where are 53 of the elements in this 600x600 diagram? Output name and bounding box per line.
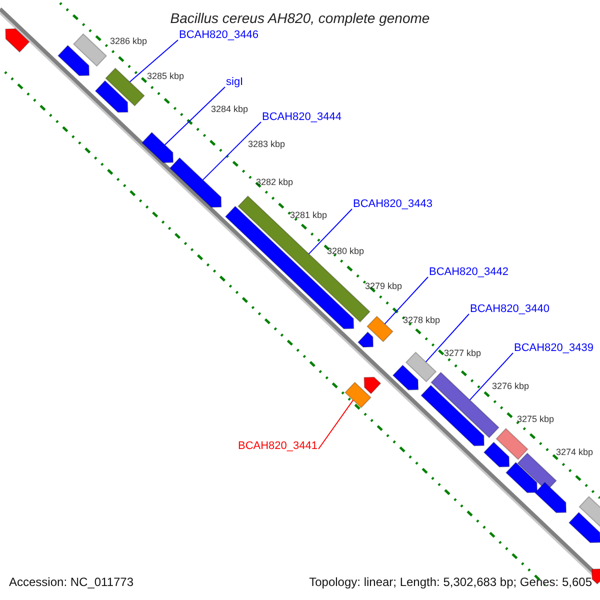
leader-line [308, 208, 352, 254]
scale-label: 3279 kbp [365, 281, 402, 292]
gene-bar [366, 316, 394, 342]
gene-block [169, 157, 222, 208]
genome-title: Bacillus cereus AH820, complete genome [169, 9, 431, 28]
gene-block [591, 568, 600, 585]
scale-label: 3274 kbp [556, 447, 594, 458]
leader-line [384, 276, 428, 324]
gene-label: BCAH820_3443 [353, 198, 433, 211]
leader-line [318, 400, 354, 450]
gene-block [483, 442, 510, 468]
gene-block [57, 44, 90, 76]
leader-line [164, 86, 226, 146]
scale-label: 3275 kbp [517, 414, 554, 425]
gene-label: BCAH820_3440 [470, 303, 550, 316]
gene-block [5, 28, 30, 53]
gene-block [364, 376, 382, 394]
gene-label: BCAH820_3446 [179, 29, 259, 42]
gene-bar [72, 33, 108, 67]
scale-label: 3284 kbp [211, 104, 248, 115]
gene-bar [496, 428, 528, 460]
gene-bar [405, 352, 437, 382]
gene-block [568, 512, 600, 544]
scale-label: 3281 kbp [290, 210, 328, 221]
gene-block [420, 384, 484, 446]
scale-label: 3283 kbp [248, 139, 286, 150]
leader-line [129, 40, 178, 82]
gene-label: BCAH820_3439 [514, 342, 594, 355]
gene-label: BCAH820_3441 [238, 440, 318, 453]
gene-label: sigI [226, 76, 244, 89]
leader-line [469, 352, 514, 400]
gene-block [141, 132, 174, 164]
accession-label: Accession: NC_011773 [9, 574, 134, 591]
scale-label: 3277 kbp [444, 348, 482, 359]
gene-label: BCAH820_3444 [262, 111, 342, 124]
gene-block [392, 364, 419, 390]
genome-stats-label: Topology: linear; Length: 5,302,683 bp; Genes: 5,605 [309, 574, 592, 591]
leader-line [425, 314, 470, 362]
gene-block [357, 331, 374, 348]
scale-label: 3276 kbp [492, 381, 530, 392]
gene-block [534, 482, 567, 514]
scale-label: 3278 kbp [403, 315, 440, 326]
gene-bar [105, 68, 145, 106]
scale-label: 3282 kbp [256, 177, 294, 188]
scale-label: 3285 kbp [147, 71, 184, 82]
scale-label: 3286 kbp [110, 36, 148, 47]
gene-bar [344, 382, 372, 408]
gene-label: BCAH820_3442 [429, 266, 509, 279]
gene-bar [578, 496, 600, 528]
gene-block [505, 462, 538, 494]
gene-block [94, 80, 128, 113]
leader-line [202, 122, 262, 180]
scale-label: 3280 kbp [327, 246, 364, 257]
